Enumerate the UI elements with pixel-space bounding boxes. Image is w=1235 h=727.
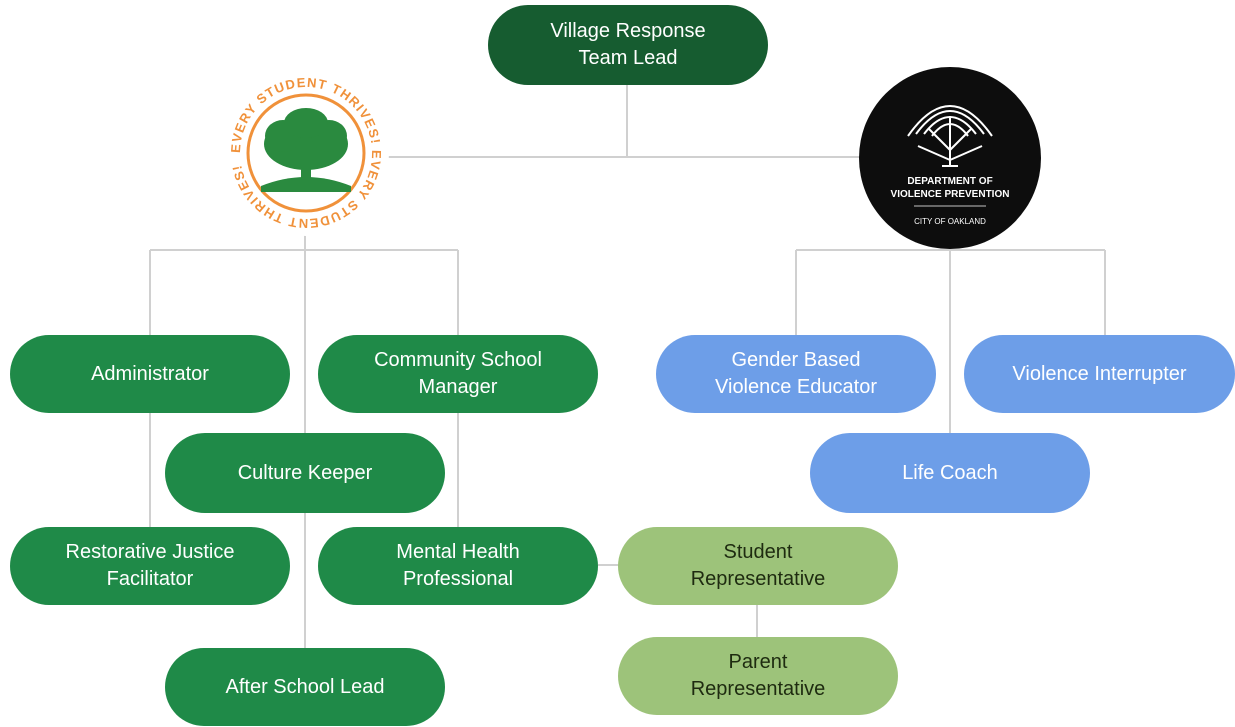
gender-based-violence-educator-node[interactable]: Gender Based Violence Educator xyxy=(656,335,936,413)
violence-interrupter-node[interactable]: Violence Interrupter xyxy=(964,335,1235,413)
oak-tree-icon xyxy=(261,108,351,192)
after-school-lead-node[interactable]: After School Lead xyxy=(165,648,445,726)
dvp-subtitle: CITY OF OAKLAND xyxy=(914,217,986,226)
mental-health-professional-node[interactable]: Mental Health Professional xyxy=(318,527,598,605)
administrator-node[interactable]: Administrator xyxy=(10,335,290,413)
department-of-violence-prevention-logo: DEPARTMENT OF VIOLENCE PREVENTION CITY O… xyxy=(859,67,1041,249)
culture-keeper-node[interactable]: Culture Keeper xyxy=(165,433,445,513)
community-school-manager-node[interactable]: Community School Manager xyxy=(318,335,598,413)
every-student-thrives-logo: EVERY STUDENT THRIVES! EVERY STUDENT THR… xyxy=(223,70,389,236)
tree-icon xyxy=(907,105,993,167)
dvp-title-line1: DEPARTMENT OF xyxy=(907,176,992,187)
restorative-justice-facilitator-node[interactable]: Restorative Justice Facilitator xyxy=(10,527,290,605)
life-coach-node[interactable]: Life Coach xyxy=(810,433,1090,513)
parent-representative-node[interactable]: Parent Representative xyxy=(618,637,898,715)
student-representative-node[interactable]: Student Representative xyxy=(618,527,898,605)
village-response-team-lead[interactable]: Village Response Team Lead xyxy=(488,5,768,85)
dvp-title-line2: VIOLENCE PREVENTION xyxy=(891,189,1010,200)
